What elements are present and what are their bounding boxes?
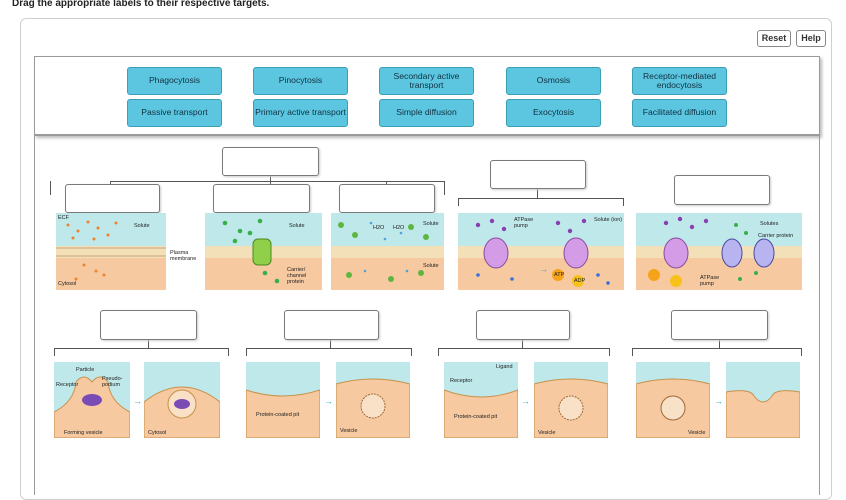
vesicle-label: Vesicle xyxy=(538,430,556,436)
protein-coated-pit-label: Protein-coated pit xyxy=(454,414,498,420)
pinocytosis-step2-illustration: Vesicle xyxy=(336,362,410,438)
label-receptor-mediated-endocytosis[interactable]: Receptor-mediated endocytosis xyxy=(632,67,727,95)
receptor-label: Receptor xyxy=(56,382,79,388)
instruction-text: Drag the appropriate labels to their res… xyxy=(12,0,270,9)
drop-target-passive-group[interactable] xyxy=(222,147,319,176)
phagocytosis-step1-illustration: Particle Receptor Pseudo- podium Forming… xyxy=(54,362,130,438)
label-osmosis[interactable]: Osmosis xyxy=(506,67,601,95)
arrow-right-icon: → xyxy=(714,396,723,406)
label-primary-active-transport[interactable]: Primary active transport xyxy=(253,99,348,127)
carrier-protein-label: Carrier protein xyxy=(758,233,794,239)
drop-target-osmosis[interactable] xyxy=(339,184,435,213)
bracket-line xyxy=(148,338,149,348)
arrow-right-icon: → xyxy=(521,396,530,406)
label-bank: Phagocytosis Pinocytosis Secondary activ… xyxy=(34,56,820,136)
bracket-line xyxy=(50,181,51,195)
drop-target-secondary[interactable] xyxy=(674,175,770,205)
bracket-line xyxy=(719,338,720,348)
bracket-line xyxy=(246,348,412,349)
facilitated-diffusion-illustration: Solute Carrier/ channel protein xyxy=(205,213,322,290)
atpase-pump-label: ATPase pump xyxy=(700,275,720,287)
cytosol-label: Cytosol xyxy=(58,281,77,287)
protein-coated-pit-label: Protein-coated pit xyxy=(256,412,300,418)
atp-label: ATP xyxy=(554,272,565,278)
drop-target-facilitated[interactable] xyxy=(213,184,310,213)
primary-active-illustration: ATPase pump Solute (ion) ATP ADP xyxy=(458,213,624,290)
drop-target-active-group[interactable] xyxy=(490,160,586,189)
bracket-line xyxy=(411,348,412,356)
exocytosis-step2-illustration xyxy=(726,362,800,438)
cytosol-label: Cytosol xyxy=(148,430,167,436)
ligand-label: Ligand xyxy=(496,364,513,370)
label-simple-diffusion[interactable]: Simple diffusion xyxy=(379,99,474,127)
exocytosis-step1-illustration: Vesicle xyxy=(636,362,710,438)
reset-button[interactable]: Reset xyxy=(757,30,791,47)
bracket-line xyxy=(270,175,271,181)
bracket-line xyxy=(632,348,633,356)
label-pinocytosis[interactable]: Pinocytosis xyxy=(253,67,348,95)
solute-label: Solute xyxy=(289,223,305,229)
simple-diffusion-illustration: ECF Solute Cytosol xyxy=(56,213,166,290)
carrier-channel-label: Carrier/ channel protein xyxy=(287,267,307,285)
bracket-line xyxy=(246,348,247,356)
bracket-line xyxy=(54,348,55,356)
particle-label: Particle xyxy=(76,367,95,373)
solute-label: Solute xyxy=(134,223,150,229)
help-button[interactable]: Help xyxy=(796,30,826,47)
bracket-line xyxy=(54,348,228,349)
secondary-active-illustration: Solutes Carrier protein ATPase pump xyxy=(636,213,802,290)
arrow-right-icon: → xyxy=(133,396,142,406)
drop-target-pinocytosis[interactable] xyxy=(284,310,379,340)
bracket-line xyxy=(458,198,459,206)
drop-target-exocytosis[interactable] xyxy=(671,310,768,340)
label-exocytosis[interactable]: Exocytosis xyxy=(506,99,601,127)
atpase-pump-label: ATPase pump xyxy=(514,217,534,229)
receptor-mediated-step2-illustration: Vesicle xyxy=(534,362,608,438)
h2o-label: H2O xyxy=(373,225,385,231)
phagocytosis-step2-illustration: Cytosol xyxy=(144,362,220,438)
label-passive-transport[interactable]: Passive transport xyxy=(127,99,222,127)
label-facilitated-diffusion[interactable]: Facilitated diffusion xyxy=(632,99,727,127)
receptor-label: Receptor xyxy=(450,378,473,384)
drop-target-receptor-mediated[interactable] xyxy=(476,310,570,340)
bracket-line xyxy=(609,348,610,356)
diagram-area xyxy=(34,134,820,495)
bracket-line xyxy=(537,188,538,198)
ecf-label: ECF xyxy=(58,215,69,221)
drop-target-phagocytosis[interactable] xyxy=(100,310,197,340)
solute-ion-label: Solute (ion) xyxy=(594,217,623,223)
bracket-line xyxy=(458,198,624,199)
label-phagocytosis[interactable]: Phagocytosis xyxy=(127,67,222,95)
bracket-line xyxy=(228,348,229,356)
adp-label: ADP xyxy=(574,278,586,284)
pseudopodium-label: Pseudo- podium xyxy=(102,376,123,388)
label-secondary-active-transport[interactable]: Secondary active transport xyxy=(379,67,474,95)
receptor-mediated-step1-illustration: Ligand Receptor Protein-coated pit xyxy=(444,362,518,438)
drop-target-simple[interactable] xyxy=(65,184,160,213)
osmosis-illustration: H2O H2O Solute Solute xyxy=(331,213,444,290)
bracket-line xyxy=(522,338,523,348)
bracket-line xyxy=(632,348,802,349)
pinocytosis-step1-illustration: Protein-coated pit xyxy=(246,362,320,438)
vesicle-label: Vesicle xyxy=(688,430,706,436)
bracket-line xyxy=(110,181,444,182)
h2o-label-2: H2O xyxy=(393,225,405,231)
solute-label: Solute xyxy=(423,221,439,227)
plasma-membrane-label: Plasma membrane xyxy=(170,250,197,262)
arrow-right-icon: → xyxy=(324,396,333,406)
bracket-line xyxy=(801,348,802,356)
solutes-label: Solutes xyxy=(760,221,779,227)
bracket-line xyxy=(444,181,445,195)
bracket-line xyxy=(438,348,439,356)
solute-label-2: Solute xyxy=(423,263,439,269)
bracket-line xyxy=(623,198,624,206)
vesicle-label: Vesicle xyxy=(340,428,358,434)
bracket-line xyxy=(330,338,331,348)
forming-vesicle-label: Forming vesicle xyxy=(64,430,103,436)
bracket-line xyxy=(438,348,609,349)
arrow-right-icon: → xyxy=(539,264,548,274)
